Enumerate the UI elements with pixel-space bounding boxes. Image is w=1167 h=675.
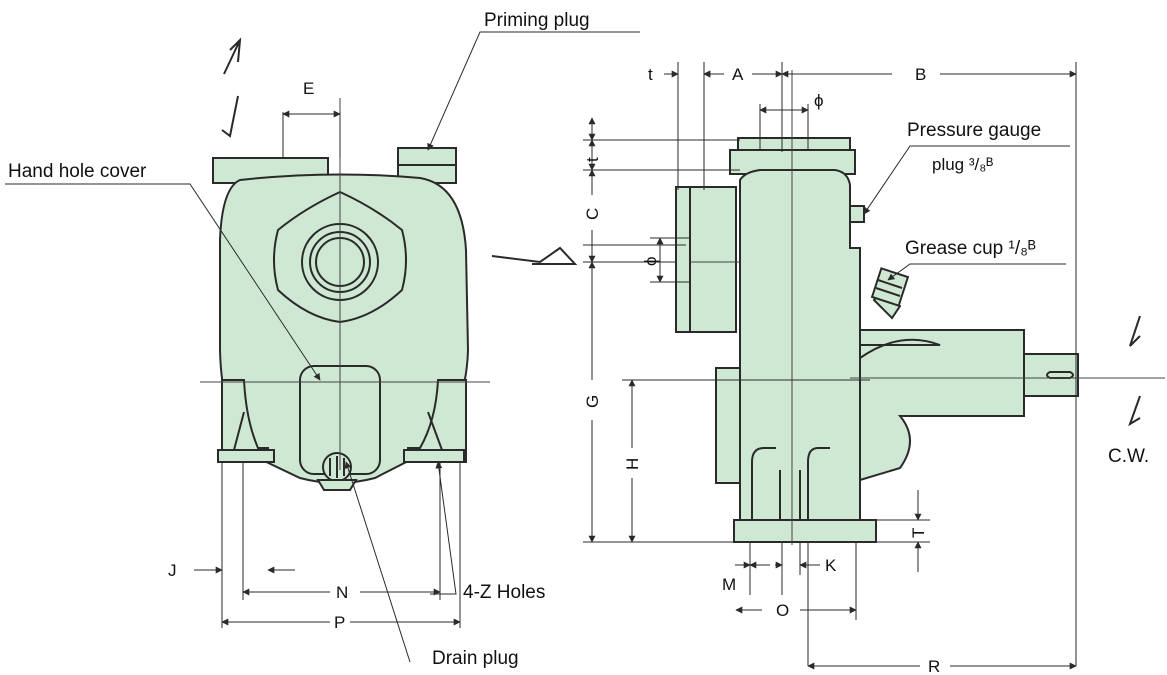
section-arrow-right [1128, 315, 1141, 427]
dim-E: E [303, 79, 314, 98]
dimension-labels: E J N P t A B ϕ t C ϕ G H T M K O R [168, 65, 940, 675]
dim-t-top: t [648, 65, 653, 84]
dim-J: J [168, 561, 177, 580]
dim-B: B [915, 65, 926, 84]
pressure-gauge-plug [849, 205, 865, 223]
dim-C: C [583, 208, 602, 220]
dim-T: T [909, 528, 928, 538]
pressure-gauge-label-2: plug ³/₈ᴮ [932, 155, 993, 174]
side-view [675, 70, 1165, 545]
dim-O: O [776, 601, 789, 620]
priming-plug-label: Priming plug [484, 10, 590, 31]
dim-t-side: t [583, 157, 602, 162]
hand-hole-cover-label: Hand hole cover [8, 161, 147, 182]
dim-phi-side: ϕ [641, 256, 660, 266]
dim-K: K [825, 556, 837, 575]
shaft [1023, 353, 1079, 397]
discharge-flange [675, 186, 737, 333]
dim-R: R [928, 657, 940, 675]
dim-M: M [722, 575, 736, 594]
grease-cup [870, 267, 910, 320]
leader-lines [5, 31, 1070, 663]
section-arrow-left [491, 246, 578, 265]
base-plate [733, 519, 877, 543]
front-view [200, 98, 490, 491]
pump-casing-side [739, 169, 861, 521]
dim-phi-top: ϕ [814, 91, 824, 110]
section-arrow-top [223, 37, 242, 75]
dim-H: H [623, 458, 642, 470]
callout-labels: Priming plug Hand hole cover 4-Z Holes D… [8, 10, 1149, 669]
rotation-label: C.W. [1108, 446, 1149, 467]
dim-N: N [336, 583, 348, 602]
dimension-lines [194, 62, 1077, 670]
holes-label: 4-Z Holes [463, 582, 545, 603]
dim-G: G [583, 395, 602, 408]
bearing-bracket [859, 329, 1025, 482]
section-marks [221, 37, 1141, 427]
dim-A: A [732, 65, 744, 84]
pressure-gauge-label: Pressure gauge [907, 120, 1041, 141]
drain-plug-label: Drain plug [432, 648, 519, 669]
dim-P: P [334, 613, 345, 632]
grease-cup-label: Grease cup ¹/₈ᴮ [905, 238, 1036, 259]
